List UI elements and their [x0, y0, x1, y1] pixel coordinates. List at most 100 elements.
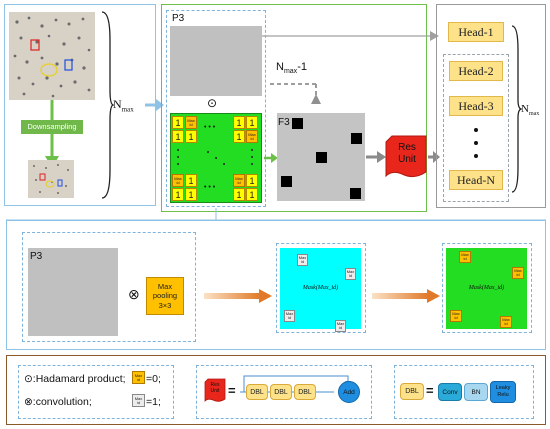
max-id-top: Max: [187, 117, 195, 123]
max-id-bottom: id: [463, 256, 467, 261]
max-id-bottom: id: [136, 376, 141, 382]
max-id-bottom: id: [300, 259, 305, 264]
legend-dbl-key: DBL: [400, 383, 424, 400]
max-id-bottom: id: [136, 399, 141, 405]
p3-dashed-box: [166, 10, 266, 207]
downsampled-image-graphic: [28, 160, 74, 198]
maxpool-line3: 3×3: [158, 300, 172, 310]
legend-conv-block: Conv: [438, 383, 462, 401]
maxpool-block: Max pooling 3×3: [146, 277, 184, 315]
grid-dots: • • •: [204, 124, 216, 131]
res-unit-line2: Unit: [398, 154, 416, 165]
cyan-mask-dashed-box: [276, 243, 366, 333]
selected-block: [350, 188, 361, 199]
legend-dbl-3: DBL: [294, 384, 316, 400]
max-id-bottom: id: [189, 121, 193, 127]
heads-dashed-group: [443, 54, 509, 202]
green-mask-label: Mask(Max_id): [468, 285, 505, 291]
mask-cell: 1: [246, 174, 258, 187]
mask-cell: 1: [233, 130, 245, 143]
legend-add-node: Add: [338, 381, 360, 403]
max-id-bottom: id: [287, 315, 292, 320]
conv-symbol: ⊗: [128, 286, 140, 302]
head-1: Head-1: [448, 22, 504, 42]
mask-cell: 1: [233, 188, 245, 201]
grid-inner-dots: [177, 149, 253, 165]
max-id-top: Max: [134, 395, 143, 401]
mask-cell: 1: [185, 174, 197, 187]
mask-generation-panel: [6, 220, 546, 350]
feedback-loop-arrows: [262, 31, 439, 104]
f3-label-overlay: F3: [278, 117, 290, 128]
max-id-top: Max: [235, 175, 243, 181]
legend-bn-block: BN: [464, 383, 488, 401]
maxpool-to-mask-arrow: [204, 289, 272, 303]
legend-dbl-box: [394, 365, 534, 419]
selected-block: [351, 133, 362, 144]
cyan-mask-label: Mask(Max_id): [302, 285, 339, 291]
left-brace: [101, 11, 114, 199]
max-id-top: Max: [502, 317, 510, 322]
right-brace: [511, 25, 522, 193]
p3-feature-map-middle: [28, 248, 118, 336]
n-max-right-label: Nmax: [521, 104, 539, 118]
maxpool-line1: Max: [157, 281, 173, 291]
n-max-left-sub: max: [121, 105, 134, 114]
max-id-bottom: id: [504, 321, 508, 326]
max-id-top: Max: [336, 321, 345, 326]
legend-conv-value: =1;: [146, 396, 161, 408]
legend-equals-1: =: [228, 383, 236, 398]
legend-equals-2: =: [426, 383, 434, 398]
mask-cell: 1: [185, 188, 197, 201]
n-max-minus-one-sub: max: [283, 68, 298, 76]
max-id-top: Max: [452, 311, 460, 316]
max-id-bottom: id: [348, 273, 353, 278]
downsampling-label: Downsampling: [21, 120, 83, 134]
mask-cell: 1: [246, 188, 258, 201]
legend-res-line1: Res: [210, 382, 220, 388]
legend-leaky-line2: Relu: [497, 392, 509, 398]
input-to-p3-arrow: [145, 99, 164, 111]
mask-cell: 1: [185, 130, 197, 143]
max-id-bottom: id: [250, 135, 254, 141]
max-id-top: Max: [285, 311, 294, 316]
heads-panel: [436, 4, 546, 208]
mask-cell: 1: [172, 188, 184, 201]
legend-leaky-line1: Leaky: [495, 385, 511, 392]
f3-to-resunit-arrow: [366, 151, 386, 163]
selected-block: [316, 152, 327, 163]
max-id-top: Max: [248, 131, 256, 137]
maxpool-line2: pooling: [152, 291, 178, 301]
legend-resunit-label: Res Unit: [205, 382, 225, 394]
max-id-top: Max: [346, 269, 355, 274]
mask-cell: 1: [246, 116, 258, 129]
legend-hadamard-value: =0;: [146, 373, 161, 385]
max-id-top: Max: [514, 268, 522, 273]
res-unit-block: [385, 135, 427, 178]
mask-cell: 1: [172, 116, 184, 129]
max-id-top: Max: [174, 175, 182, 181]
legend-dbl-2: DBL: [270, 384, 292, 400]
legend-resunit-box: [196, 365, 372, 419]
n-max-minus-one-label: Nmax-1: [276, 62, 307, 76]
max-id-bottom: id: [338, 325, 343, 330]
hadamard-symbol: ⊙: [207, 96, 218, 110]
legend-symbols-box: [18, 365, 174, 419]
mask-to-final-arrow: [372, 289, 440, 303]
selection-panel: [161, 4, 427, 212]
p3-feature-map: [170, 26, 262, 96]
max-id-bottom: id: [516, 272, 520, 277]
head-2: Head-2: [449, 61, 503, 81]
